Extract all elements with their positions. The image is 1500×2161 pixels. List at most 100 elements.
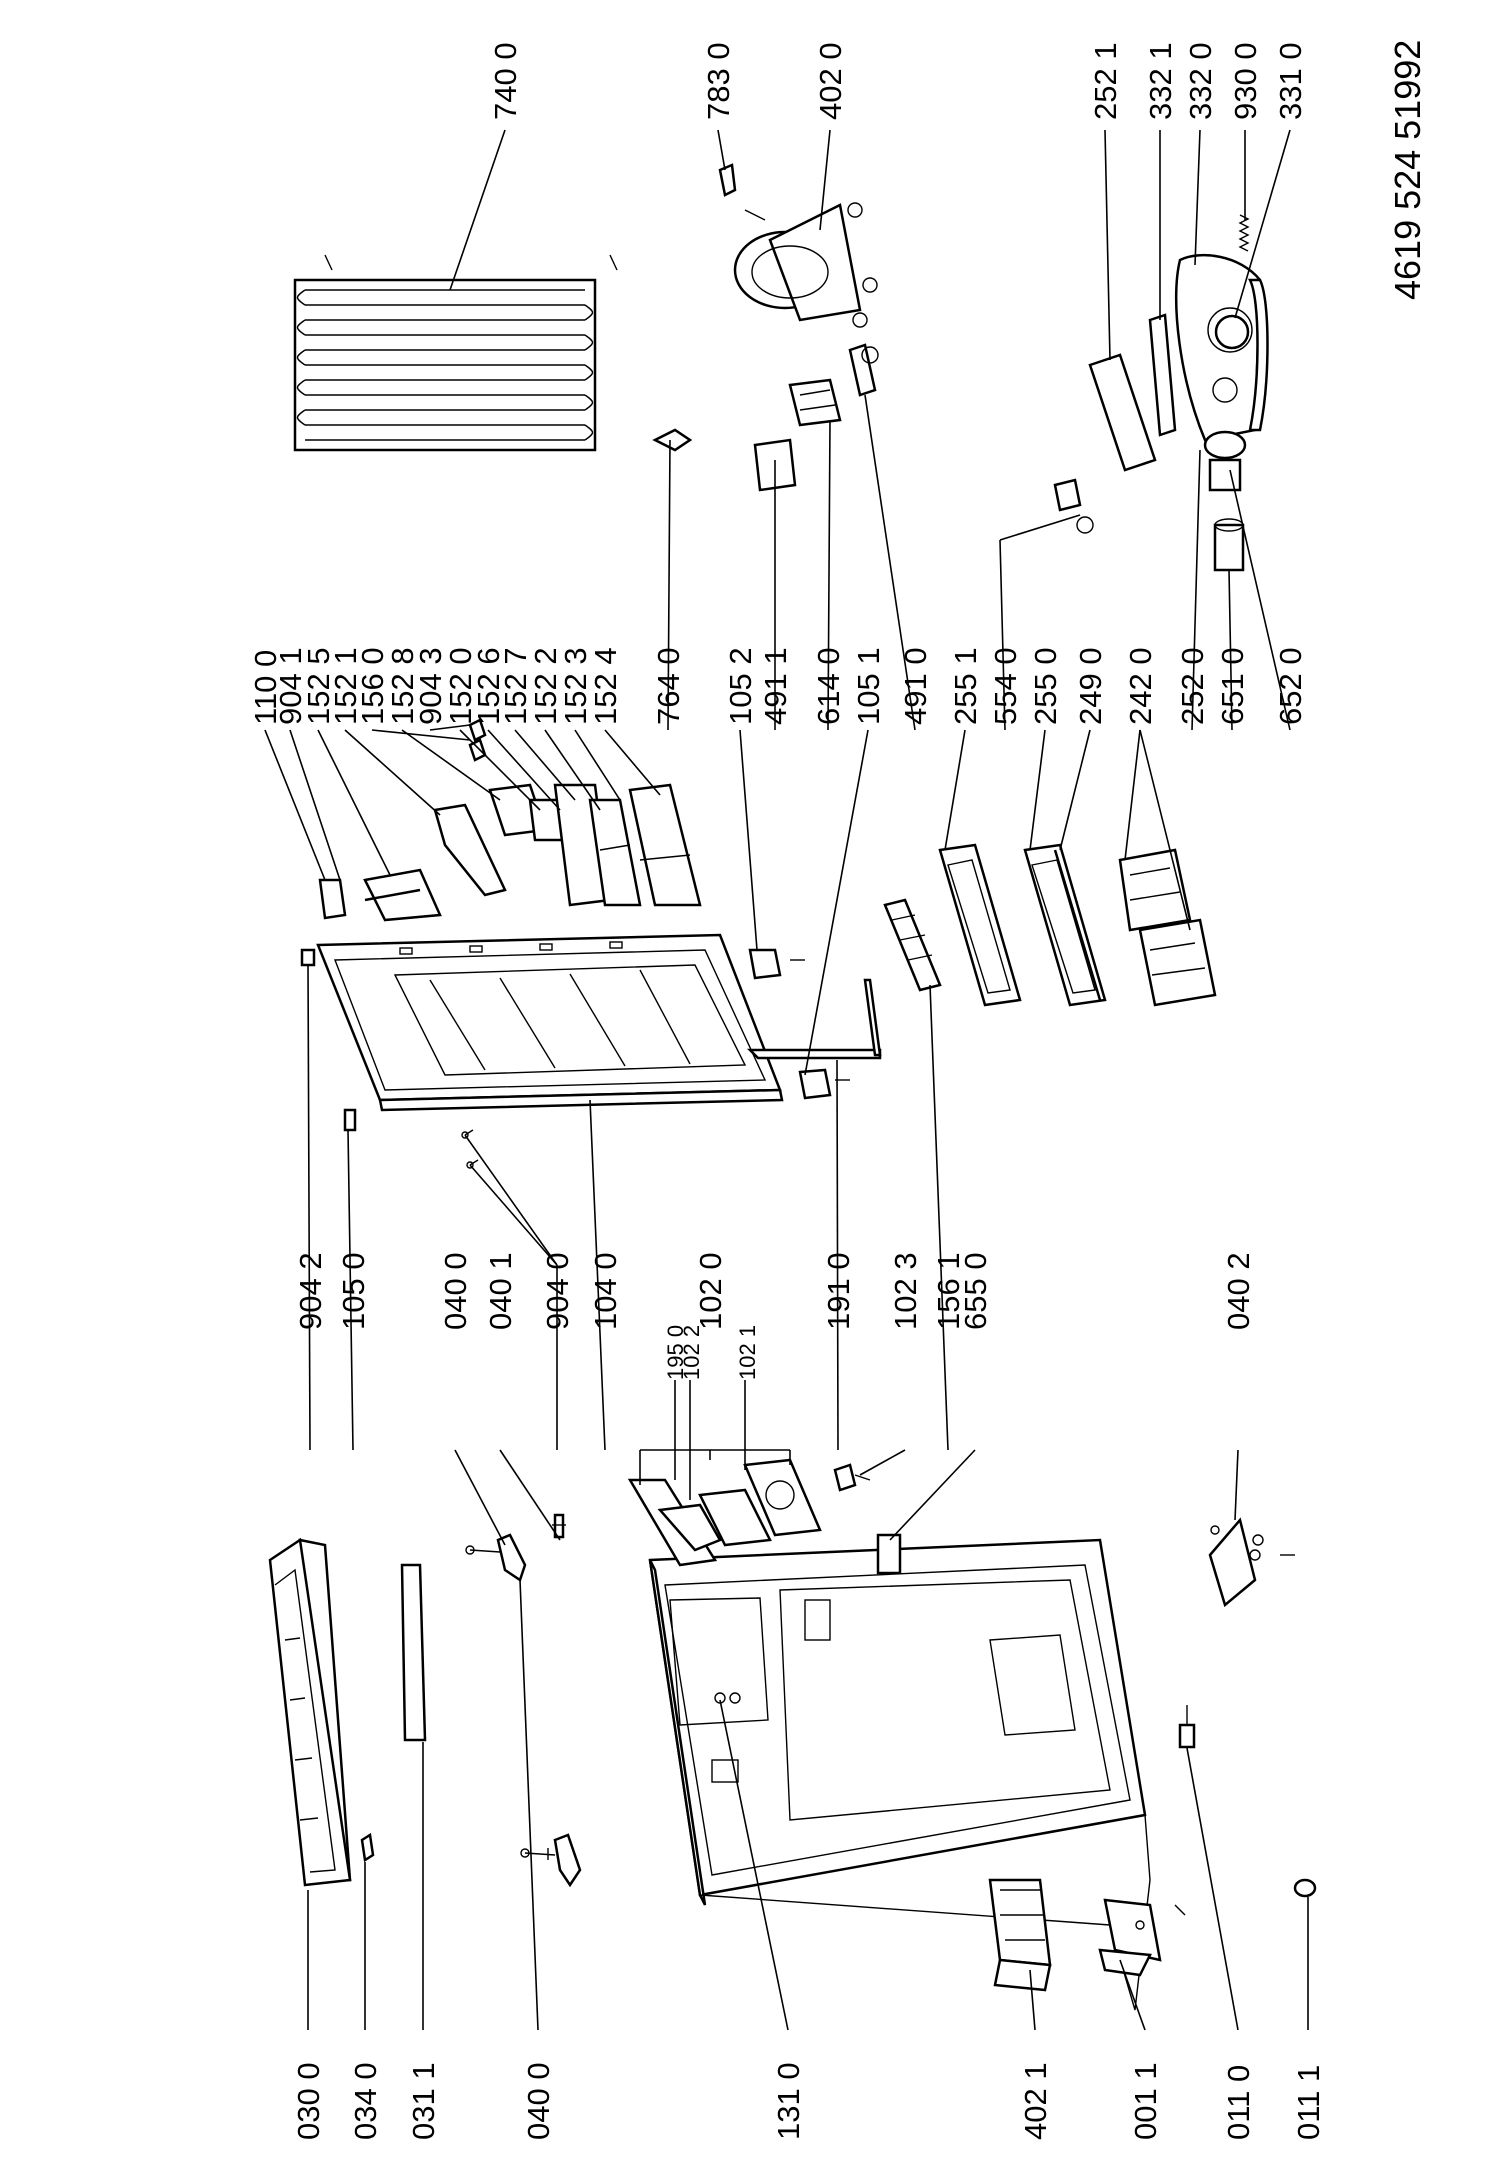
label-131-0: 131 0 (771, 2062, 806, 2140)
label-152-8: 152 8 (385, 647, 420, 725)
callout-labels: 030 0 034 0 031 1 040 0 131 0 402 1 001 … (248, 40, 1428, 2140)
label-252-0: 252 0 (1175, 647, 1210, 725)
label-255-1: 255 1 (948, 647, 983, 725)
relay (788, 378, 842, 427)
label-040-0-a: 040 0 (521, 2062, 556, 2140)
label-651-0: 651 0 (1215, 647, 1250, 725)
label-152-6: 152 6 (471, 647, 506, 725)
label-655-0: 655 0 (958, 1252, 993, 1330)
label-102-0: 102 0 (693, 1252, 728, 1330)
label-011-0: 011 0 (1221, 2065, 1256, 2140)
document-number: 4619 524 51992 (1387, 40, 1428, 300)
screw-foot (1178, 1705, 1196, 1749)
label-614-0: 614 0 (811, 647, 846, 725)
label-740-0: 740 0 (488, 42, 523, 120)
label-011-1: 011 1 (1291, 2065, 1326, 2140)
label-252-1: 252 1 (1088, 42, 1123, 120)
glass-shelf-upper (938, 843, 1022, 1007)
compressor (733, 202, 878, 328)
thermostat-bracket (848, 343, 879, 397)
door (316, 933, 784, 1112)
hinge-bracket-bottom (798, 1068, 850, 1100)
label-249-0: 249 0 (1073, 647, 1108, 725)
label-904-3: 904 3 (413, 647, 448, 725)
label-195-0: 195 0 (663, 1325, 688, 1380)
label-104-0: 104 0 (588, 1252, 623, 1330)
label-242-0: 242 0 (1123, 647, 1158, 725)
label-783-0: 783 0 (701, 42, 736, 120)
plinth (988, 1878, 1052, 1992)
door-bolt (343, 1108, 357, 1132)
door-shelves (318, 718, 702, 922)
hinge-bracket-top (748, 948, 805, 980)
label-152-5: 152 5 (301, 647, 336, 725)
small-knob (833, 1463, 871, 1492)
leader-lines (264, 129, 1309, 2031)
hinge-lower (520, 1833, 582, 1888)
label-402-0: 402 0 (813, 42, 848, 120)
label-031-1: 031 1 (406, 2062, 441, 2140)
label-105-0: 105 0 (336, 1252, 371, 1330)
label-331-0: 331 0 (1273, 42, 1308, 120)
label-040-1: 040 1 (483, 1252, 518, 1330)
foot-cap (1293, 1878, 1317, 1898)
label-652-0: 652 0 (1273, 647, 1308, 725)
label-491-1: 491 1 (758, 647, 793, 725)
freezer-baskets (627, 1458, 822, 1567)
label-001-1: 001 1 (1128, 2062, 1163, 2140)
label-402-1: 402 1 (1018, 2062, 1053, 2140)
label-156-0: 156 0 (355, 647, 390, 725)
drain-tray (652, 428, 693, 452)
thermostat-knob (1214, 314, 1250, 350)
cabinet-body (648, 1538, 1151, 2011)
label-904-2: 904 2 (293, 1252, 328, 1330)
drawers (1118, 848, 1217, 1007)
label-152-1: 152 1 (328, 647, 363, 725)
door-screws (461, 1129, 479, 1169)
spring (1238, 214, 1250, 252)
label-152-4: 152 4 (588, 647, 623, 725)
panel-cover-252 (1088, 353, 1157, 472)
door-stop-small (300, 948, 316, 967)
hinge-pin (552, 1513, 566, 1539)
condenser-coil (293, 254, 618, 452)
label-191-0: 191 0 (821, 1252, 856, 1330)
label-930-0: 930 0 (1228, 42, 1263, 120)
glass-shelf-lower (1023, 843, 1107, 1007)
label-105-2: 105 2 (723, 647, 758, 725)
lamp-holder (1208, 458, 1242, 492)
label-156-1: 156 1 (931, 1252, 966, 1330)
label-152-2: 152 2 (528, 647, 563, 725)
door-switch (1053, 478, 1094, 534)
foot-bracket (1098, 1898, 1186, 1977)
worktop-frame (268, 1537, 352, 1887)
ice-tray (883, 898, 942, 992)
panel (400, 1563, 427, 1742)
cover-655 (876, 1533, 902, 1575)
label-554-0: 554 0 (988, 647, 1023, 725)
label-332-1: 332 1 (1143, 42, 1178, 120)
shelf-trim (1053, 849, 1102, 1001)
control-housing (1174, 253, 1269, 460)
label-110-0: 110 0 (248, 650, 283, 725)
light-cover-332 (1148, 313, 1177, 437)
label-904-1: 904 1 (273, 647, 308, 725)
label-102-3: 102 3 (888, 1252, 923, 1330)
hinge-upper (465, 1533, 527, 1582)
overload-protector (718, 163, 737, 197)
bottom-hinge (1208, 1517, 1295, 1608)
label-152-7: 152 7 (498, 647, 533, 725)
label-904-0: 904 0 (540, 1252, 575, 1330)
label-030-0: 030 0 (291, 2062, 326, 2140)
label-152-3: 152 3 (558, 647, 593, 725)
label-040-2: 040 2 (1221, 1252, 1256, 1330)
label-105-1: 105 1 (851, 647, 886, 725)
label-102-1: 102 1 (735, 1325, 760, 1380)
label-034-0: 034 0 (348, 2062, 383, 2140)
label-255-0: 255 0 (1028, 647, 1063, 725)
label-332-0: 332 0 (1183, 42, 1218, 120)
label-491-0: 491 0 (898, 647, 933, 725)
small-clip (360, 1832, 375, 1863)
label-152-0: 152 0 (443, 647, 478, 725)
